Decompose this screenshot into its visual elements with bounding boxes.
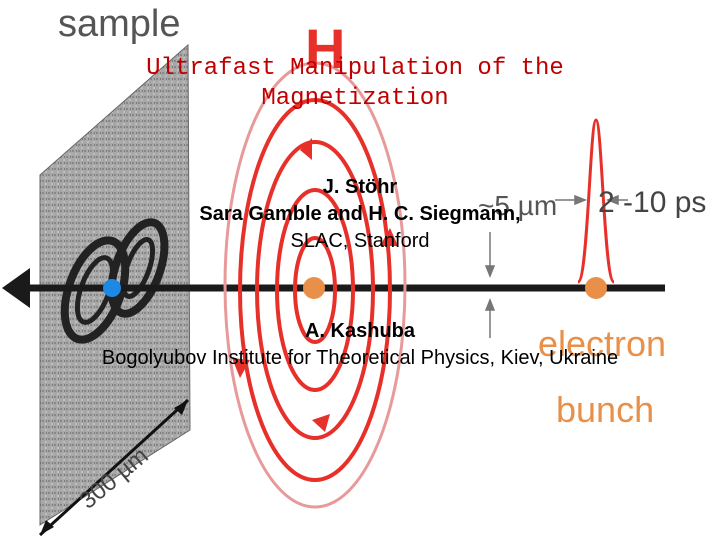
- beam-width-indicator: [484, 232, 496, 338]
- pulse-length-indicator: [555, 194, 628, 206]
- scale-bar: [38, 398, 190, 537]
- electron-at-field: [303, 277, 325, 299]
- author-name-2: Sara Gamble and H. C. Siegmann,: [199, 203, 521, 225]
- author-block-2: A. Kashuba Bogolyubov Institute for Theo…: [0, 318, 720, 372]
- beam-size-label: ~5 µm: [478, 190, 557, 221]
- field-label: H: [305, 17, 345, 80]
- beam-spot-marker: [103, 279, 121, 297]
- field-rings: [223, 61, 407, 509]
- title-line-2: Magnetization: [261, 85, 449, 112]
- pulse-shape: [576, 118, 616, 284]
- bunch-label-line2: bunch: [556, 389, 654, 430]
- bunch-label-line1: electron: [538, 323, 666, 364]
- field-arrow-icons: [232, 138, 398, 432]
- electron-bunch-dot: [585, 277, 607, 299]
- electron-beam-axis: [2, 268, 665, 308]
- author-name-1: J. Stöhr: [322, 176, 398, 198]
- title-line-1: Ultrafast Manipulation of the: [146, 55, 564, 82]
- affiliation-2: Bogolyubov Institute for Theoretical Phy…: [101, 347, 619, 369]
- sample-label: sample: [58, 3, 181, 45]
- author-block-1: J. Stöhr Sara Gamble and H. C. Siegmann,…: [0, 174, 720, 255]
- affiliation-1: SLAC, Stanford: [290, 230, 430, 252]
- slide-title: Ultrafast Manipulation of the Magnetizat…: [120, 54, 590, 114]
- author-name-3: A. Kashuba: [304, 320, 416, 342]
- pulse-length-label: 2 -10 ps: [598, 186, 706, 219]
